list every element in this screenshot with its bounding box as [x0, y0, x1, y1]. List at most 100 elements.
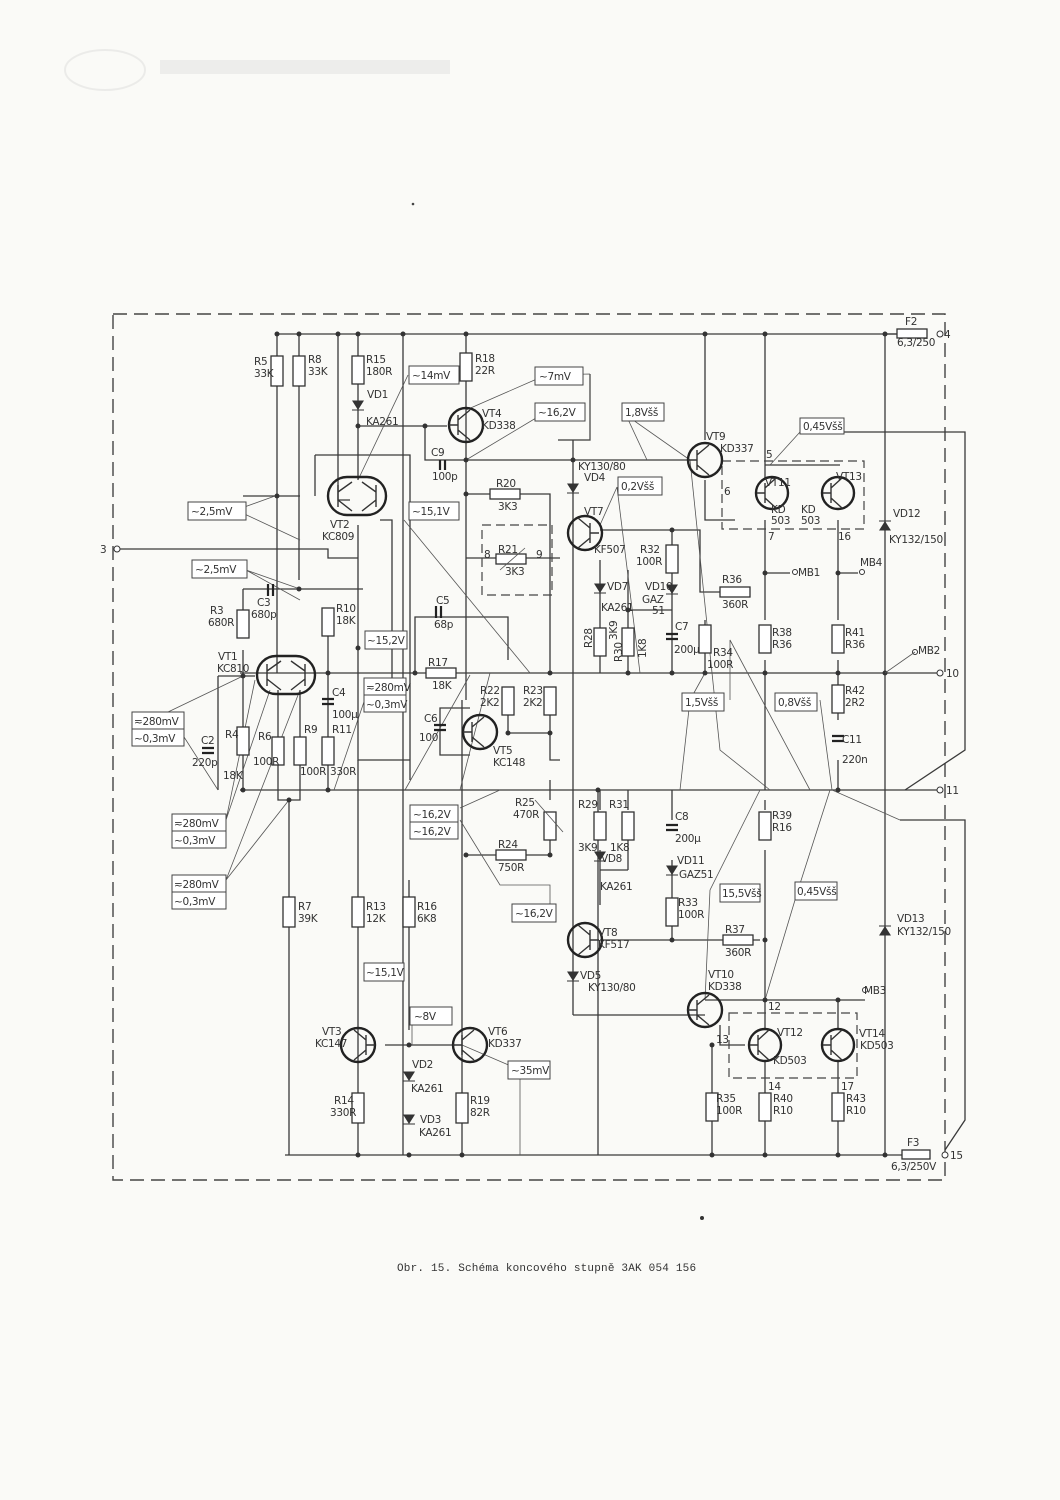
meas-7mV: ~7mV — [539, 371, 572, 383]
capacitor-c4 — [322, 697, 334, 706]
transistor-vt13 — [820, 475, 856, 511]
c4-value: 100µ — [332, 709, 358, 721]
r25-label: R25 — [515, 797, 535, 809]
meas-0-45Vss-b: 0,45Všš — [797, 886, 836, 898]
c5-label: C5 — [436, 595, 449, 607]
vt9-type: KD337 — [720, 443, 754, 455]
r37-value: 360R — [725, 947, 751, 959]
meas-16-2V-c: ~16,2V — [413, 826, 452, 838]
vd11-label: VD11 — [677, 855, 704, 867]
vt6-label: VT6 — [488, 1026, 508, 1038]
c9-label: C9 — [431, 447, 444, 459]
resistor-r43 — [831, 1092, 845, 1122]
vd5-type: KY130/80 — [588, 982, 635, 994]
r11-label: R11 — [332, 724, 352, 736]
r21-value: 3K3 — [505, 566, 524, 578]
c8-label: C8 — [675, 811, 688, 823]
output-module-lower — [728, 1012, 858, 1079]
r17-value: 18K — [432, 680, 453, 692]
r17-label: R17 — [428, 657, 448, 669]
vd2-type: KA261 — [411, 1083, 443, 1095]
meas-2-5mV-b: ~2,5mV — [195, 564, 237, 576]
c2-value: 220p — [192, 757, 218, 769]
meas-1-5Vss: 1,5Všš — [685, 697, 718, 709]
resistor-r21 — [495, 553, 527, 565]
c7-label: C7 — [675, 621, 688, 633]
resistor-r15 — [351, 355, 365, 385]
vd7-label: VD7 — [607, 581, 628, 593]
c11-value: 220n — [842, 754, 868, 766]
resistor-r38 — [758, 624, 772, 654]
r8-label: R8 — [308, 354, 321, 366]
vt7-label: VT7 — [584, 506, 603, 518]
vt13-type2: 503 — [801, 515, 820, 527]
wire — [357, 700, 410, 761]
vt3-label: VT3 — [322, 1026, 341, 1038]
transistor-vt14 — [820, 1027, 856, 1063]
meas-15-5Vss: 15,5Všš — [722, 888, 761, 900]
meas-8V: ~8V — [414, 1011, 437, 1023]
resistor-r4 — [236, 726, 250, 756]
resistor-r5 — [270, 355, 284, 387]
resistor-r34 — [698, 624, 712, 654]
vt4-label: VT4 — [482, 408, 502, 420]
measurement-boxes — [131, 365, 845, 1080]
meas-0-3mV-c: ~0,3mV — [174, 835, 216, 847]
c6-label: C6 — [424, 713, 438, 725]
vd7-type: KA261 — [601, 602, 633, 614]
r36-label: R36 — [722, 574, 742, 586]
vt6-type: KD337 — [488, 1038, 522, 1050]
wire — [439, 707, 470, 756]
diode-vd8 — [594, 851, 606, 862]
meas-15-1V-b: ~15,1V — [366, 967, 405, 979]
resistor-r3 — [236, 609, 250, 639]
vt11-label: VT11 — [765, 477, 791, 489]
r24-value: 750R — [498, 862, 524, 874]
vt8-label: VT8 — [598, 927, 617, 939]
f2-label: F2 — [905, 316, 917, 328]
c7-value: 200µ — [674, 644, 700, 656]
connector-4: 4 — [944, 329, 951, 341]
vd13-label: VD13 — [897, 913, 924, 925]
c5-value: 68p — [434, 619, 454, 631]
wire — [315, 454, 411, 780]
meas-0-2Vss: 0,2Všš — [621, 481, 654, 493]
vt2-label: VT2 — [330, 519, 349, 531]
resistor-r16 — [402, 896, 416, 928]
r28-label: R28 — [583, 628, 595, 648]
diode-vd7 — [594, 583, 606, 594]
vt3-type: KC147 — [315, 1038, 347, 1050]
capacitor-plates — [202, 460, 844, 832]
r5-label: R5 — [254, 356, 267, 368]
f3-label: F3 — [907, 1137, 919, 1149]
transistor-vt8 — [566, 921, 604, 959]
connector-3: 3 — [100, 544, 106, 556]
wire — [414, 616, 509, 673]
vt9-label: VT9 — [706, 431, 725, 443]
r19-label: R19 — [470, 1095, 490, 1107]
r37-label: R37 — [725, 924, 745, 936]
vt8-type: KF517 — [598, 939, 629, 951]
vd8-type: KA261 — [600, 881, 632, 893]
vt5-label: VT5 — [493, 745, 512, 757]
r6-value: 100R — [253, 756, 279, 768]
r7-value: 39K — [298, 913, 319, 925]
r32-label: R32 — [640, 544, 660, 556]
meas-0-3mV-d: ~0,3mV — [174, 896, 216, 908]
c3-label: C3 — [257, 597, 270, 609]
r42-label: R42 — [845, 685, 865, 697]
pin-12: 12 — [768, 1001, 781, 1013]
resistor-r32 — [665, 544, 679, 574]
pin-9: 9 — [536, 549, 542, 561]
vt7-type: KF507 — [594, 544, 625, 556]
r5-value: 33K — [254, 368, 275, 380]
resistor-r6 — [271, 736, 285, 766]
vd10-label: VD10 — [645, 581, 672, 593]
diode-vd13 — [879, 925, 891, 936]
r41-value: R36 — [845, 639, 865, 651]
c2-label: C2 — [201, 735, 214, 747]
vt12-label: VT12 — [777, 1027, 803, 1039]
meas-280mV-c: ≂280mV — [174, 818, 220, 830]
